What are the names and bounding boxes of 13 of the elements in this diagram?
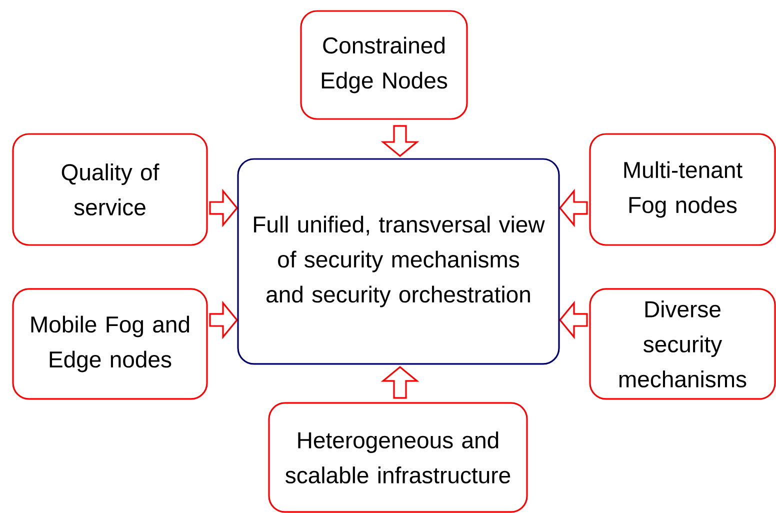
input-box: Heterogeneous and scalable infrastructure (268, 402, 528, 513)
input-box: Diverse security mechanisms (589, 288, 776, 400)
block-arrow (380, 125, 420, 158)
input-box: Multi-tenant Fog nodes (589, 133, 776, 246)
block-arrow (380, 366, 420, 399)
block-arrow (558, 300, 588, 340)
input-box: Mobile Fog and Edge nodes (12, 288, 208, 400)
input-box: Constrained Edge Nodes (300, 10, 468, 120)
block-arrow (558, 188, 588, 228)
input-box: Quality of service (12, 133, 208, 246)
block-arrow (209, 188, 238, 228)
block-arrow (209, 300, 238, 340)
center-box: Full unified, transversal view of security mechanisms and security orchestration (237, 158, 560, 365)
